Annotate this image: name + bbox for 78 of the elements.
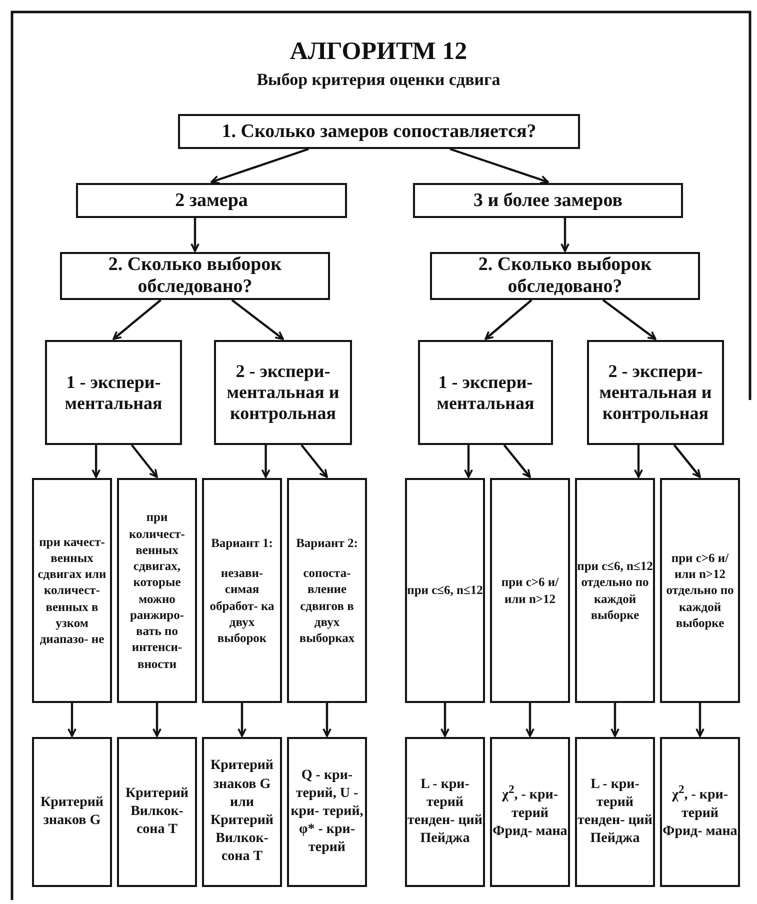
arrow xyxy=(440,703,450,737)
box-text: незави- симая обработ- ка двух выборок xyxy=(208,565,276,646)
box-text: L - кри- терий тенден- ций Пейджа xyxy=(577,776,653,848)
arrow xyxy=(464,445,473,478)
arrow xyxy=(503,444,531,478)
box-text: при качест- венных сдвигах или количест- венных в узком диапазо- не xyxy=(36,534,108,648)
box-text: Критерий Вилкок- сона T xyxy=(124,784,190,840)
process-box xyxy=(178,114,580,149)
box-text: Критерий знаков G xyxy=(39,794,104,830)
process-box xyxy=(418,340,553,445)
box-text: Q - кри- терий, U - кри- терий, φ* - кри- терий xyxy=(290,766,364,858)
process-box xyxy=(117,737,197,887)
process-box xyxy=(405,737,485,887)
box-text: 1. Сколько замеров сопоставляется? xyxy=(222,120,536,142)
arrow xyxy=(210,148,309,184)
arrow xyxy=(152,703,162,737)
box-text: 1 - экспери- ментальная xyxy=(64,372,164,414)
process-box xyxy=(117,478,197,703)
arrow xyxy=(526,703,534,737)
subtitle: Выбор критерия оценки сдвига xyxy=(256,70,502,90)
box-text: Вариант 1: xyxy=(211,534,273,551)
arrow xyxy=(300,444,328,478)
box-text: сопоста- вление сдвигов в двух выборках xyxy=(298,565,356,646)
title: АЛГОРИТМ 12 xyxy=(288,38,468,66)
box-text: χ$^{2}$, - кри- терий Фрид- мана xyxy=(662,782,738,842)
box-text: 2. Сколько выборок обследовано? xyxy=(107,254,283,298)
arrow xyxy=(602,299,656,340)
box-text: 3 и более замеров xyxy=(473,190,623,212)
process-box xyxy=(287,737,367,887)
box-text: при c>6 и/или n>12 отдельно по каждой выборке xyxy=(665,550,735,632)
arrow xyxy=(112,299,162,340)
box-text: при c>6 и/или n>12 xyxy=(500,574,560,607)
arrow xyxy=(610,703,620,737)
process-box xyxy=(660,737,740,887)
process-box xyxy=(430,252,700,300)
process-box xyxy=(32,737,112,887)
process-box xyxy=(660,478,740,703)
arrow xyxy=(231,299,284,340)
arrow xyxy=(238,703,246,737)
arrow xyxy=(484,299,532,340)
process-box xyxy=(490,737,570,887)
arrow xyxy=(696,703,704,737)
arrow xyxy=(673,444,701,478)
box-text: 2 - экспери- ментальная и контрольная xyxy=(598,361,713,424)
box-text: при c≤6, n≤12 xyxy=(407,582,483,599)
process-box xyxy=(202,478,282,703)
process-box xyxy=(214,340,352,445)
arrow xyxy=(322,703,332,737)
box-text: при количест- венных сдвигах, которые можно ранжиро- вать по интенси- вности xyxy=(128,509,186,672)
process-box xyxy=(405,478,485,703)
process-box xyxy=(76,183,347,218)
box-text: 2 замера xyxy=(175,190,248,212)
box-text: 2 - экспери- ментальная и контрольная xyxy=(226,361,340,424)
arrow xyxy=(560,218,570,252)
process-box xyxy=(575,737,655,887)
box-text: χ$^{2}$, - кри- терий Фрид- мана xyxy=(492,782,568,842)
box-text: 2. Сколько выборок обследовано? xyxy=(477,254,653,298)
arrow xyxy=(634,445,643,478)
arrow xyxy=(68,703,76,737)
arrow xyxy=(450,148,549,184)
process-box xyxy=(202,737,282,887)
box-text: при c≤6, n≤12 отдельно по каждой выборке xyxy=(577,558,653,623)
process-box xyxy=(413,183,683,218)
process-box xyxy=(287,478,367,703)
process-box xyxy=(587,340,724,445)
arrow xyxy=(261,445,270,478)
box-text: 1 - экспери- ментальная xyxy=(436,372,536,414)
arrow xyxy=(130,444,158,478)
box-text: L - кри- терий тенден- ций Пейджа xyxy=(407,776,483,848)
process-box xyxy=(32,478,112,703)
box-text: Критерий знаков G или Критерий Вилкок- сона T xyxy=(209,757,274,866)
process-box xyxy=(490,478,570,703)
box-text: Вариант 2: xyxy=(296,534,358,551)
process-box xyxy=(575,478,655,703)
process-box xyxy=(45,340,182,445)
process-box xyxy=(60,252,330,300)
arrow xyxy=(92,445,101,478)
arrow xyxy=(190,218,200,252)
